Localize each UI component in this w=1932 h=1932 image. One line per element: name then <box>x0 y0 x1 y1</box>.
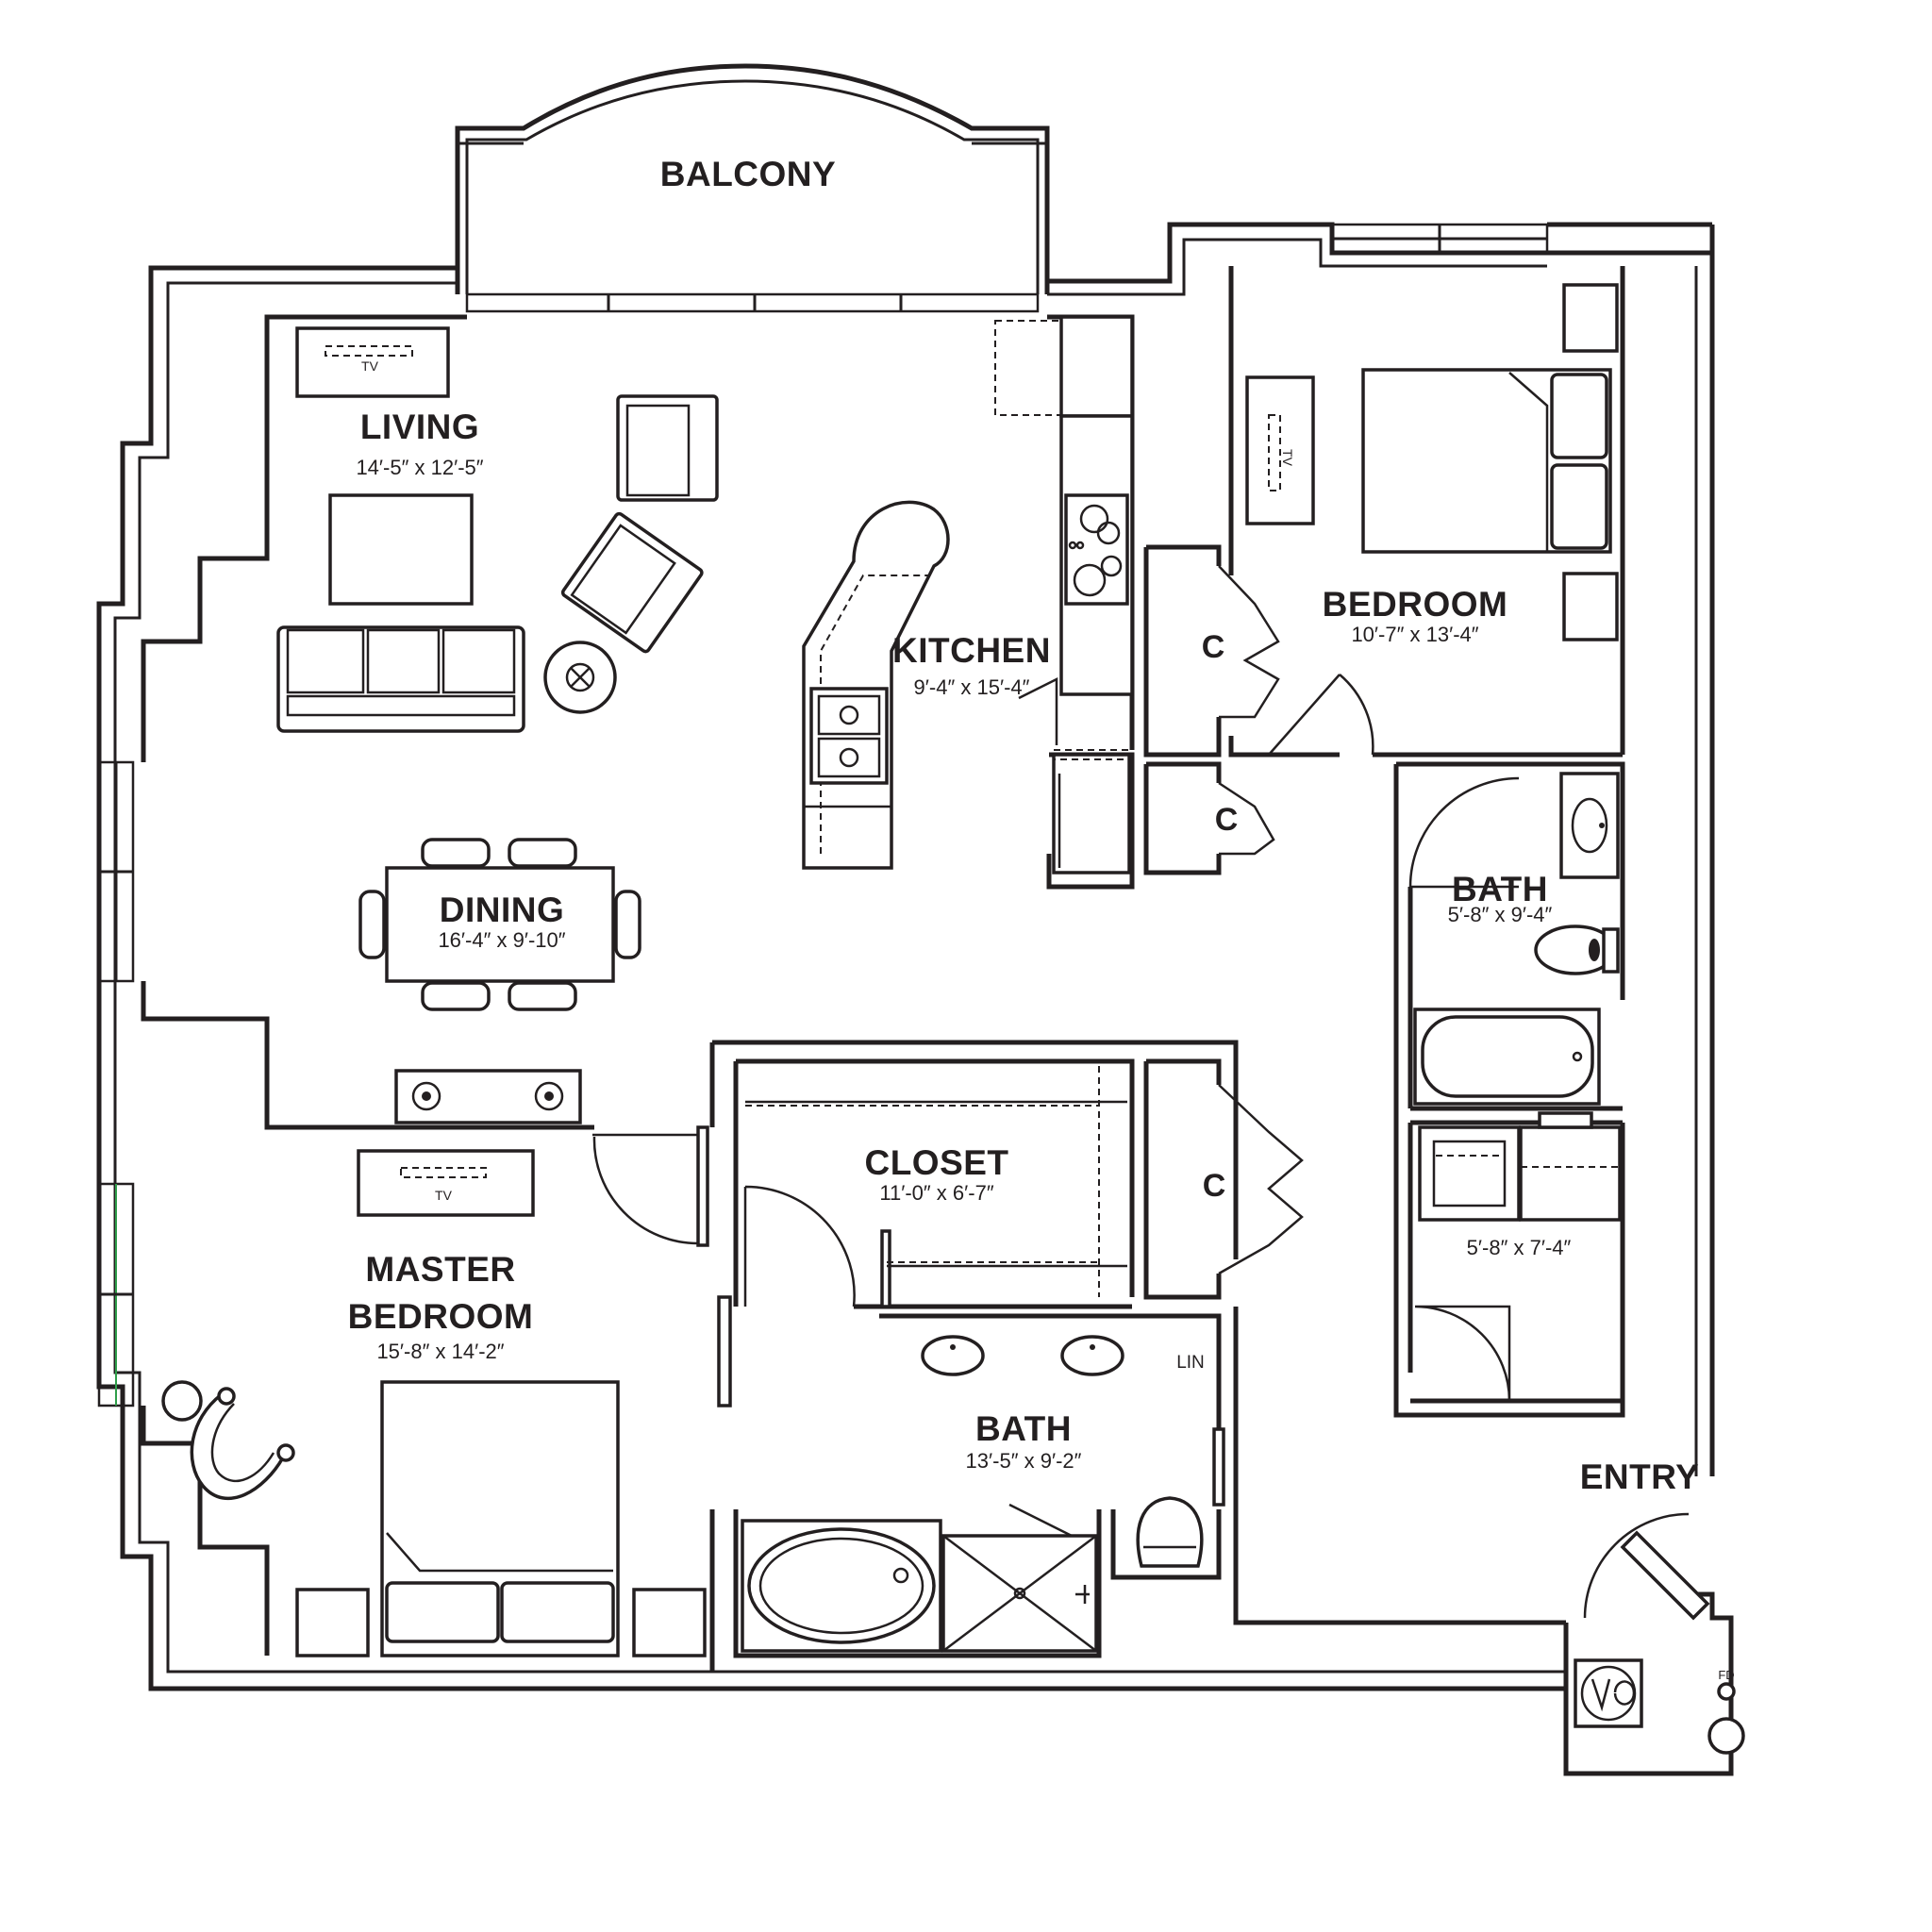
dining-dims: 16′-4″ x 9′-10″ <box>438 928 565 952</box>
master-toilet <box>1136 1496 1204 1568</box>
closet-label: CLOSET <box>864 1143 1008 1182</box>
bedroom-nightstand-bottom <box>1562 572 1619 641</box>
closet-dims: 11′-0″ x 6′-7″ <box>879 1181 993 1205</box>
bath2-tub <box>1413 1008 1601 1106</box>
living-tv-label: TV <box>361 358 379 374</box>
balcony-window <box>465 292 1040 313</box>
master-vanity <box>921 1335 1124 1376</box>
dining-window <box>97 760 135 983</box>
washer-dryer <box>1418 1111 1622 1222</box>
cooktop <box>1064 493 1129 606</box>
linen-cabinet <box>1212 1427 1225 1507</box>
media-console <box>394 1069 582 1124</box>
linen-label: LIN <box>1176 1353 1205 1373</box>
master-closet-c-label: C <box>1203 1168 1226 1204</box>
bedroom-window <box>1330 223 1549 255</box>
balcony <box>455 63 1050 294</box>
kitchen-label: KITCHEN <box>892 631 1051 670</box>
kitchen-dims: 9′-4″ x 15′-4″ <box>914 675 1030 699</box>
bedroom-tv <box>1245 375 1315 525</box>
master-nightstand-right <box>632 1588 707 1657</box>
master-bedroom-dims: 15′-8″ x 14′-2″ <box>376 1340 504 1363</box>
hall-closet-1 <box>1218 565 1280 719</box>
sofa <box>276 625 525 733</box>
laundry-dims: 5′-8″ x 7′-4″ <box>1467 1236 1572 1259</box>
bedroom-label: BEDROOM <box>1323 585 1508 624</box>
bedroom-bed <box>1361 368 1612 554</box>
entry-label: ENTRY <box>1580 1457 1700 1496</box>
hall-closet-2-label: C <box>1215 802 1239 838</box>
living-dims: 14′-5″ x 12′-5″ <box>356 456 483 479</box>
master-bed <box>380 1380 620 1657</box>
master-bedroom-label-line2: BEDROOM <box>348 1297 534 1336</box>
master-tv-label: TV <box>435 1188 453 1203</box>
closet-shelving <box>745 1066 1127 1297</box>
kitchen-island <box>802 500 950 870</box>
bedroom-dims: 10′-7″ x 13′-4″ <box>1351 623 1478 646</box>
hall-closet-1-label: C <box>1202 629 1225 665</box>
bedroom-tv-label: TV <box>1280 449 1295 467</box>
master-bath-dims: 13′-5″ x 9′-2″ <box>966 1449 1082 1473</box>
bath2-label: BATH <box>1452 870 1548 908</box>
master-bedroom-label-line1: MASTER <box>365 1250 515 1289</box>
floor-drain-label: FD <box>1718 1668 1734 1682</box>
hall-closet-2 <box>1218 781 1275 856</box>
master-tub <box>741 1519 942 1653</box>
armchair-top <box>616 394 719 502</box>
master-nightstand-left <box>295 1588 370 1657</box>
master-tv <box>357 1149 535 1217</box>
bath2-sink <box>1559 772 1620 879</box>
master-bedroom-window <box>97 1182 135 1407</box>
doors <box>592 674 1710 1621</box>
master-shower <box>941 1534 1098 1653</box>
dining-table <box>358 838 641 1011</box>
armchair-angled <box>560 511 704 654</box>
master-closet-c <box>1218 1084 1304 1275</box>
living-label: LIVING <box>360 408 479 446</box>
bath2-toilet <box>1534 924 1620 975</box>
master-lounge-chair <box>161 1380 295 1501</box>
dining-label: DINING <box>440 891 565 929</box>
living-tv-console <box>295 326 450 398</box>
water-heater <box>1574 1658 1643 1728</box>
floor-drain <box>1707 1682 1745 1755</box>
bath2-dims: 5′-8″ x 9′-4″ <box>1448 903 1553 926</box>
bedroom-nightstand-top <box>1562 283 1619 353</box>
side-table <box>543 641 617 714</box>
master-bath-label: BATH <box>975 1409 1072 1448</box>
balcony-label: BALCONY <box>660 155 836 193</box>
fridge <box>1052 749 1131 874</box>
coffee-table <box>328 493 474 606</box>
